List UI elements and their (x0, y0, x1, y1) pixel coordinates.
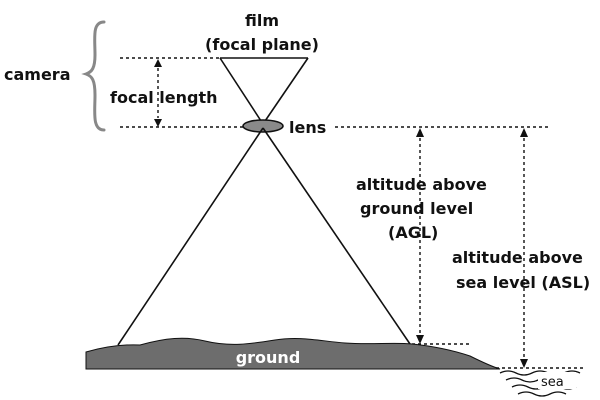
film-label: film (245, 11, 279, 30)
asl-arrowhead-up (520, 128, 528, 137)
camera-label: camera (4, 65, 71, 84)
lens-label: lens (289, 118, 326, 137)
sea-label: sea (541, 375, 564, 390)
agl-label-line1: altitude above (356, 175, 487, 194)
ray-left (117, 127, 264, 346)
agl-label-line3: (AGL) (388, 223, 438, 242)
ground-label: ground (236, 348, 301, 367)
agl-arrowhead-down (416, 335, 424, 344)
asl-arrowhead-down (520, 359, 528, 368)
camera-brace (81, 20, 106, 132)
asl-label-line2: sea level (ASL) (456, 273, 590, 292)
focal-plane-label: (focal plane) (205, 35, 319, 54)
focal-length-label: focal length (110, 88, 218, 107)
ray-right (262, 127, 411, 345)
film-cone-left (219, 57, 264, 125)
focal-length-arrowhead-up (154, 59, 162, 67)
focal-length-arrowhead-down (154, 119, 162, 127)
agl-arrowhead-up (416, 128, 424, 137)
lens-icon (242, 119, 284, 133)
film-cone-right (262, 57, 309, 125)
sea-label-bg (538, 372, 576, 389)
asl-label-line1: altitude above (452, 248, 583, 267)
ground-shape (85, 337, 501, 370)
agl-label-line2: ground level (360, 199, 473, 218)
